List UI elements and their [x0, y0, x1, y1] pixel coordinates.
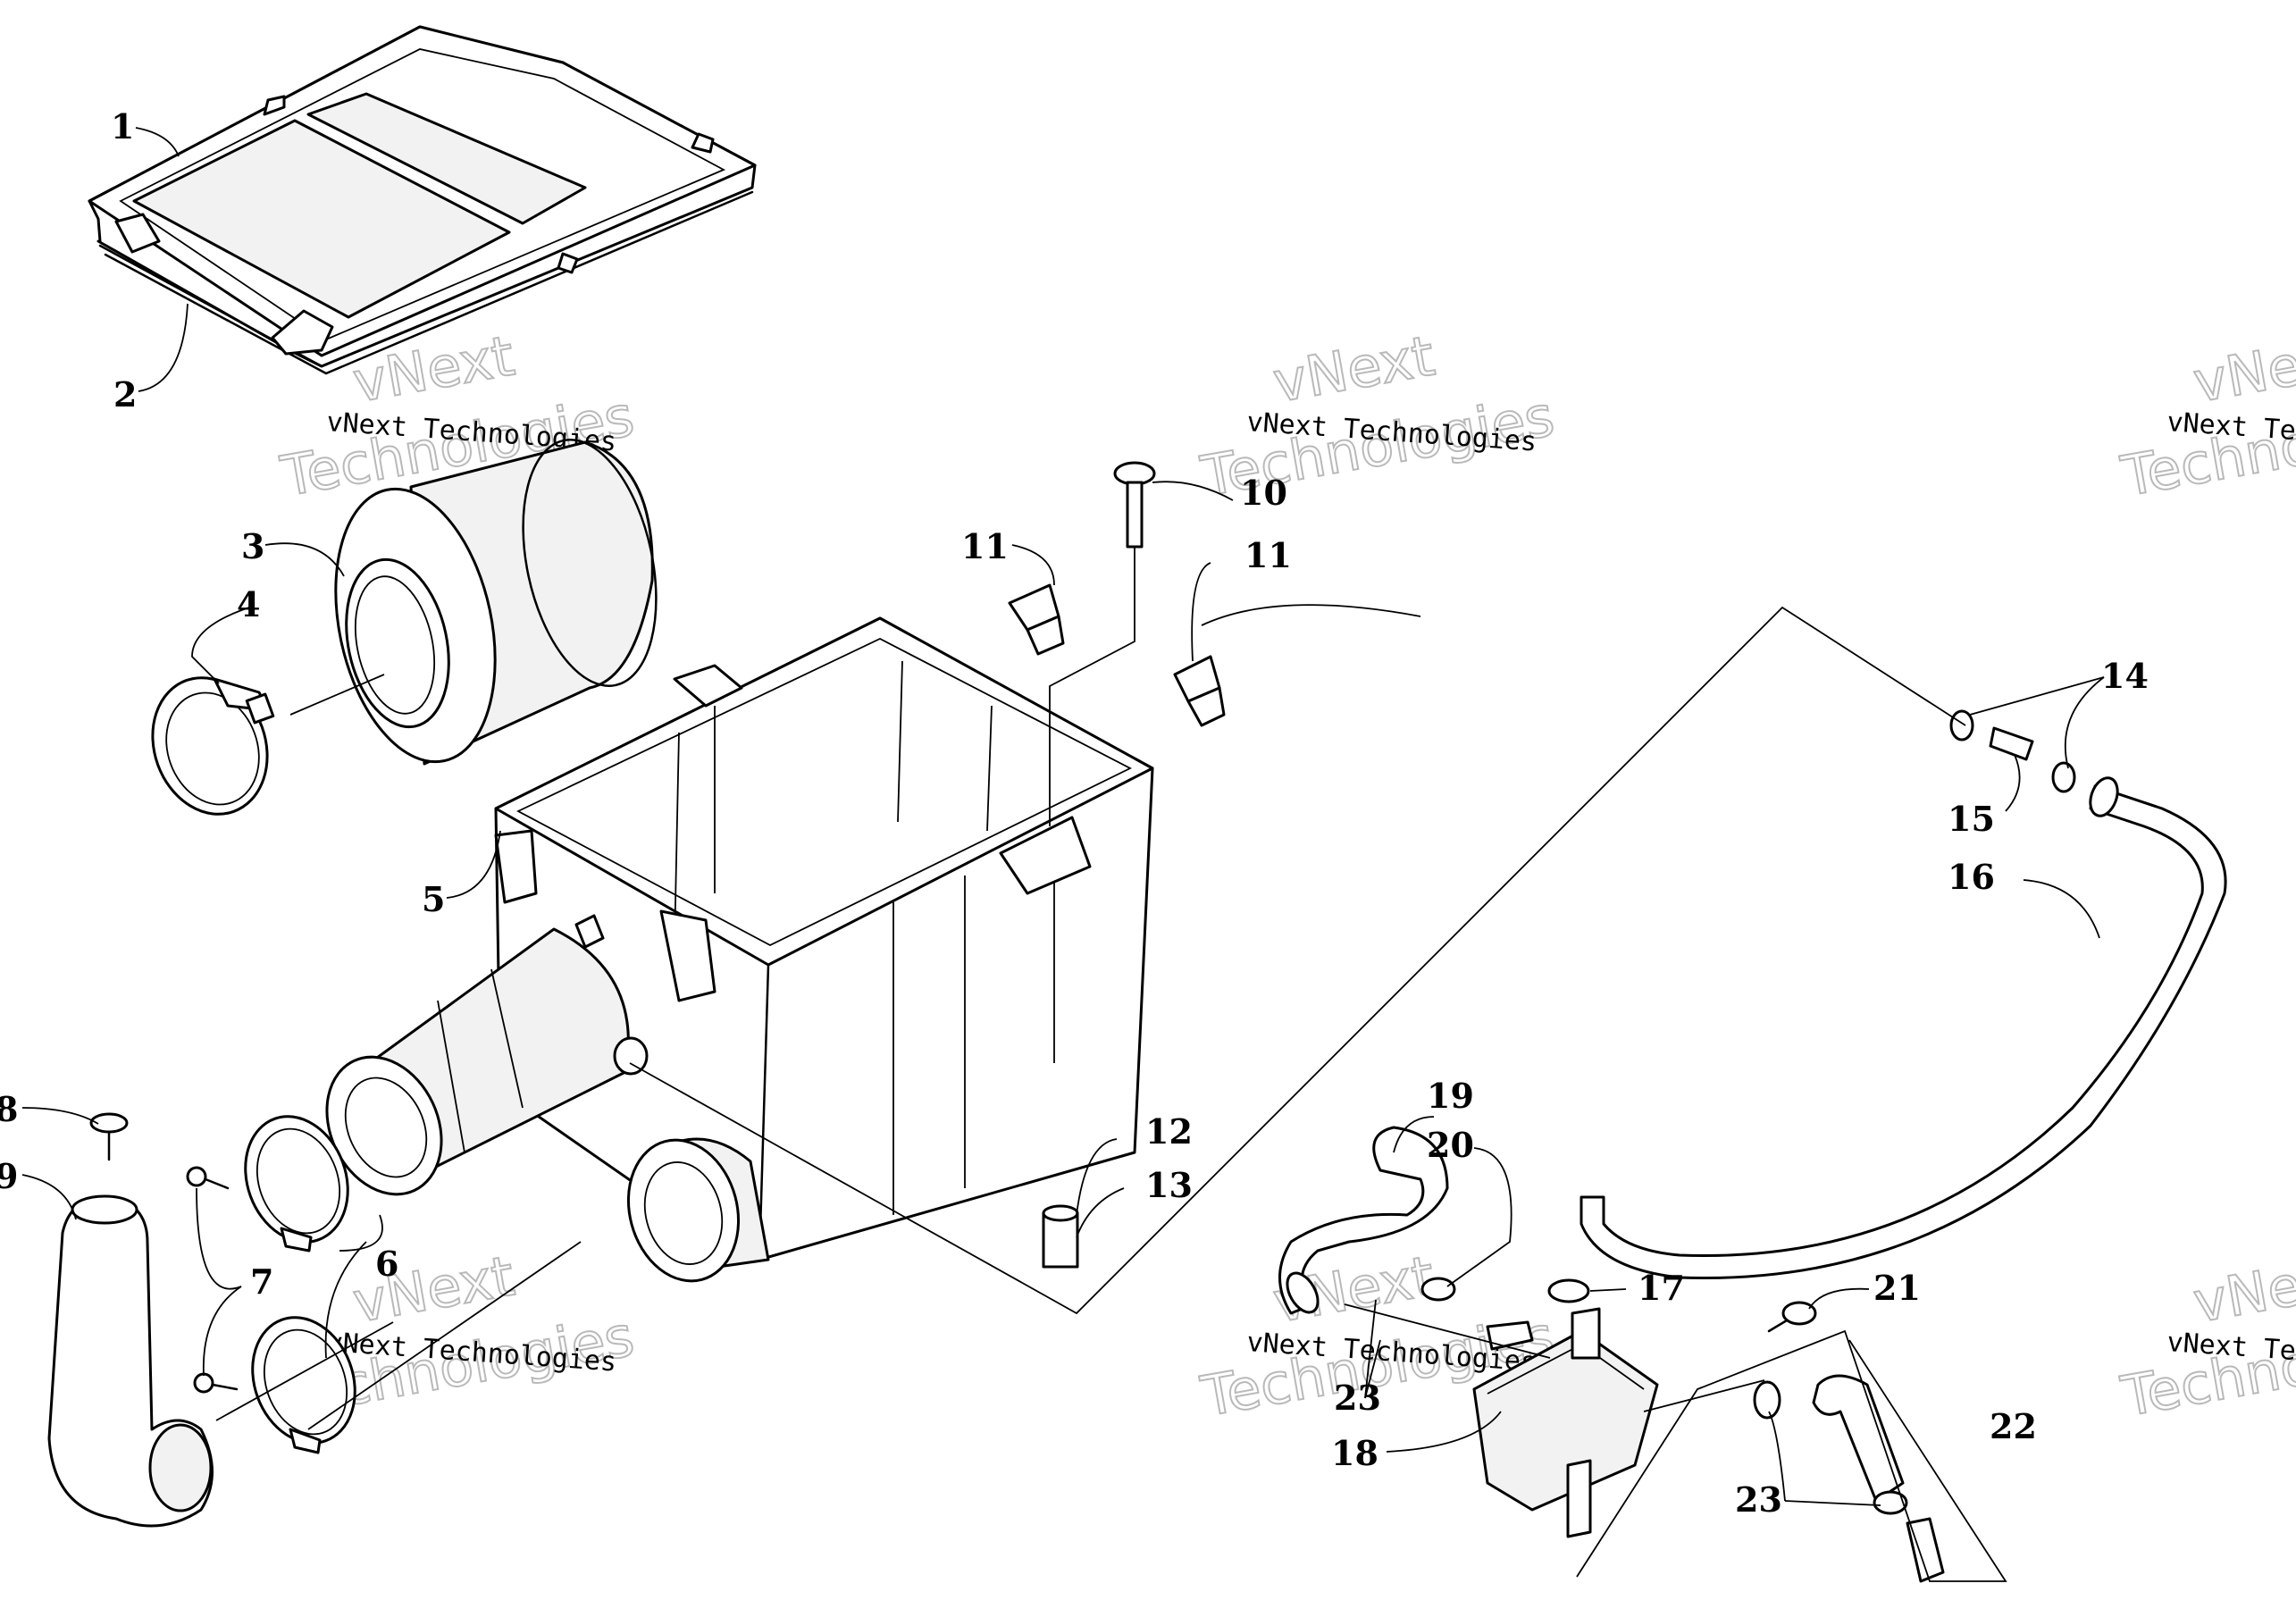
- leader-lines: [21, 127, 2105, 1506]
- callout-7: 7: [250, 1261, 273, 1302]
- svg-text:vNext: vNext: [2189, 1243, 2296, 1335]
- airbox-cover: [88, 25, 757, 375]
- callout-8: 8: [0, 1089, 18, 1129]
- spacer-13: [1042, 1204, 1079, 1269]
- callout-3: 3: [241, 526, 264, 566]
- callout-17: 17: [1638, 1268, 1685, 1308]
- callout-20: 20: [1427, 1125, 1474, 1165]
- clip-11-right: [1173, 655, 1226, 727]
- bolt-10: [1113, 461, 1156, 549]
- assembly-guide-lines: [215, 547, 2007, 1582]
- cover-latch-left: [114, 213, 161, 254]
- clamp-17: [1547, 1278, 1590, 1303]
- clamp-23-upper: [1753, 1380, 1781, 1420]
- svg-text:vNext: vNext: [348, 1243, 519, 1335]
- breather-hose-16: [1580, 776, 2227, 1280]
- callout-18: 18: [1331, 1433, 1378, 1473]
- hose-clamp-4: [151, 676, 275, 816]
- callout-15: 15: [1948, 799, 1995, 839]
- svg-text:vNext: vNext: [2189, 323, 2296, 415]
- watermark-3: vNext Technologies vNext Technologies: [2116, 322, 2296, 510]
- callout-1: 1: [111, 106, 134, 147]
- callout-4: 4: [237, 584, 260, 624]
- bolt-21: [1767, 1301, 1817, 1333]
- svg-text:vNext: vNext: [1269, 323, 1439, 415]
- fitting-22: [1906, 1517, 1945, 1583]
- airbox-outlet-duct: [325, 914, 649, 1196]
- callout-10: 10: [1240, 473, 1287, 513]
- clamp-20: [1420, 1277, 1456, 1302]
- callout-6: 6: [375, 1244, 398, 1284]
- screw-8: [89, 1112, 129, 1161]
- clamp-6-lower: [251, 1316, 356, 1454]
- clamp-6-upper: [244, 1115, 349, 1253]
- callout-12: 12: [1145, 1111, 1193, 1152]
- fitting-15: [1989, 726, 2034, 761]
- screw-7-upper: [186, 1166, 230, 1190]
- cover-latch-right: [271, 309, 334, 356]
- hose-19: [1278, 1126, 1449, 1315]
- hose-22: [1812, 1374, 1905, 1503]
- check-valve-18: [1472, 1307, 1659, 1538]
- clamp-23-lower: [1873, 1490, 1908, 1515]
- callout-19: 19: [1427, 1076, 1474, 1116]
- airbox: [494, 616, 1154, 1261]
- callout-14: 14: [2101, 656, 2149, 696]
- callout-labels: 1 2 3 4 5 6 7 8 9 10 11 11 12 13 14 15 1…: [0, 106, 2149, 1520]
- intake-duct-9: [47, 1194, 214, 1528]
- callout-2: 2: [113, 374, 137, 415]
- callout-13: 13: [1145, 1165, 1193, 1205]
- clamp-14-left: [1949, 709, 1974, 741]
- callout-22: 22: [1990, 1406, 2037, 1446]
- callout-21: 21: [1873, 1268, 1921, 1308]
- clip-11-left: [1008, 583, 1065, 656]
- air-filter: [334, 439, 658, 766]
- callout-23-left: 23: [1334, 1378, 1381, 1418]
- callout-11-left: 11: [961, 526, 1009, 566]
- screw-7-lower: [193, 1372, 239, 1394]
- callout-9: 9: [0, 1156, 18, 1196]
- callout-11-right: 11: [1244, 535, 1292, 575]
- clamp-14-right: [2051, 761, 2076, 793]
- callout-16: 16: [1948, 857, 1995, 897]
- watermark-6: vNext Technologies vNext Technologies: [2116, 1242, 2296, 1430]
- cover-tab-top: [263, 95, 715, 274]
- callout-5: 5: [422, 879, 445, 919]
- airbox-inlet-duct: [626, 1137, 770, 1283]
- callout-23-right: 23: [1735, 1479, 1782, 1520]
